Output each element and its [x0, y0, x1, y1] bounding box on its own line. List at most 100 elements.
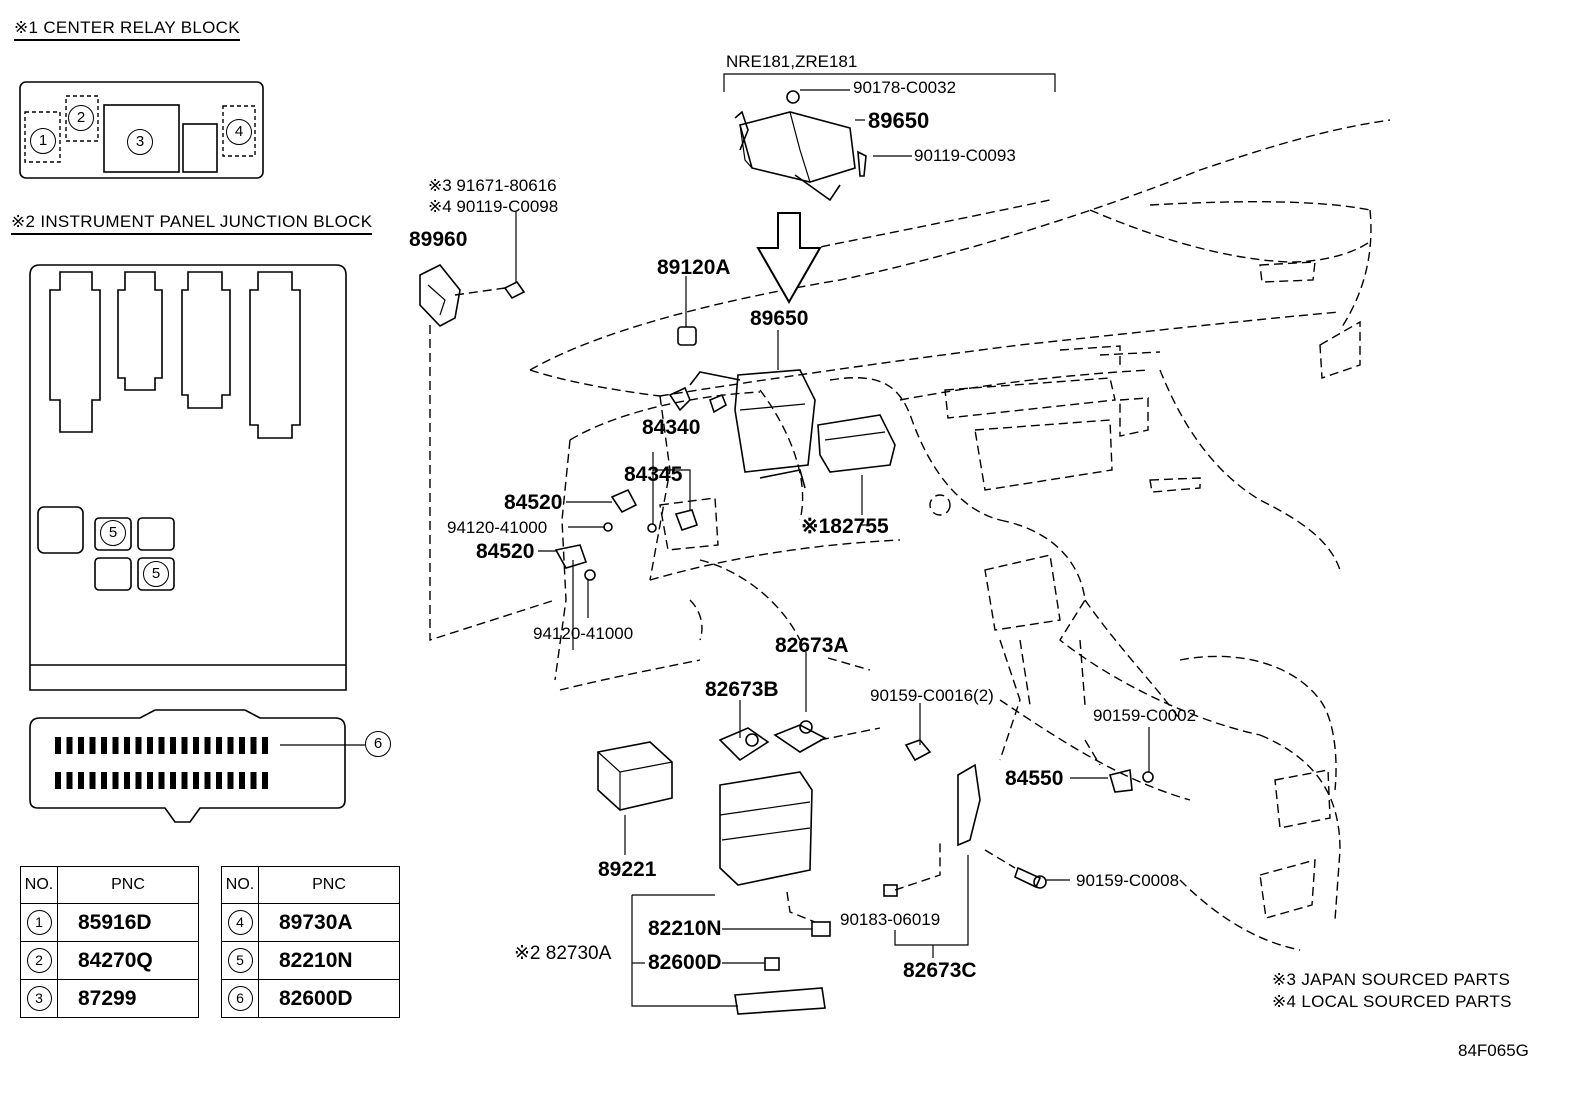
connector-pin [239, 772, 245, 789]
callout-94120-41000-a: 94120-41000 [447, 518, 548, 537]
row-no: 5 [227, 948, 253, 973]
callout-90183-06019: 90183-06019 [840, 910, 941, 929]
callout-82673B: 82673B [705, 678, 779, 701]
row-no: 2 [26, 948, 52, 973]
table-header-no: NO. [20, 866, 58, 904]
slot-marker-5b: 5 [143, 561, 169, 587]
connector-pin [101, 737, 107, 754]
callout-84345: 84345 [624, 463, 683, 486]
pnc-table: NO. PNC NO. PNC 1 85916D 4 89730A 2 8427… [20, 866, 400, 1018]
variant-label: NRE181,ZRE181 [726, 52, 858, 71]
callout-82210N: 82210N [648, 917, 722, 940]
connector-pin [204, 772, 211, 789]
row-pnc: 87299 [57, 979, 199, 1018]
connector-pins-bottom [55, 772, 268, 789]
slot-marker-2: 2 [68, 105, 94, 131]
callout-91671-80616: ※3 91671-80616 [428, 176, 557, 195]
center-relay-block-title: ※1 CENTER RELAY BLOCK [14, 18, 240, 41]
row-no: 1 [26, 910, 52, 935]
leader-lines [429, 73, 1150, 1007]
row-no: 4 [227, 910, 253, 935]
connector-pin [112, 772, 119, 789]
connector-pin [101, 772, 107, 789]
connector-pin [204, 737, 211, 754]
row-no: 6 [227, 986, 253, 1011]
connector-pin [55, 772, 61, 789]
arrow-down-icon [756, 212, 822, 305]
callout-82673C: 82673C [903, 959, 977, 982]
connector-pin [124, 772, 130, 789]
callout-90159-C0016: 90159-C0016(2) [870, 686, 994, 705]
part-82730a-drawing [719, 771, 831, 1015]
connector-pin [158, 737, 165, 754]
table-row: 2 84270Q 5 82210N [20, 941, 400, 980]
connector-pin [250, 772, 257, 789]
connector-pin [158, 772, 165, 789]
connector-pin [250, 737, 257, 754]
callout-89120A: 89120A [657, 256, 731, 279]
row-pnc: 84270Q [57, 941, 199, 980]
slot-marker-3: 3 [127, 129, 153, 155]
connector-pin [66, 772, 73, 789]
connector-pin [216, 772, 222, 789]
callout-90159-C0008: 90159-C0008 [1076, 871, 1180, 890]
part-84520-drawing [554, 488, 719, 581]
connector-pin [181, 772, 188, 789]
row-no: 3 [26, 986, 52, 1011]
connector-pin [135, 737, 142, 754]
center-relay-block-drawing [19, 81, 264, 179]
row-pnc: 82210N [258, 941, 400, 980]
part-89221-drawing [597, 741, 673, 811]
connector-pin [227, 737, 234, 754]
callout-89650-top: 89650 [868, 108, 930, 133]
table-header-pnc: PNC [57, 866, 199, 904]
connector-pin [112, 737, 119, 754]
connector-pin [181, 737, 188, 754]
connector-pin [227, 772, 234, 789]
connector-pin [239, 737, 245, 754]
junction-block-title: ※2 INSTRUMENT PANEL JUNCTION BLOCK [11, 212, 373, 235]
callout-82730A: ※2 82730A [514, 943, 612, 964]
connector-pin [216, 737, 222, 754]
slot-marker-5a: 5 [100, 520, 126, 546]
table-header-pnc-2: PNC [258, 866, 400, 904]
connector-pin [89, 737, 96, 754]
part-82755-drawing [817, 414, 896, 473]
callout-94120-41000-b: 94120-41000 [533, 624, 634, 643]
connector-pin [170, 737, 176, 754]
connector-pin [147, 737, 153, 754]
callout-89960: 89960 [409, 228, 468, 251]
callout-90119-C0093: 90119-C0093 [914, 146, 1016, 165]
callout-82600D: 82600D [648, 951, 722, 974]
part-89650-drawing [668, 369, 816, 489]
note-local-sourced: ※4 LOCAL SOURCED PARTS [1272, 992, 1512, 1011]
callout-82673A: 82673A [775, 634, 849, 657]
connector-pin [66, 737, 73, 754]
callout-84520-a: 84520 [504, 491, 563, 514]
note-japan-sourced: ※3 JAPAN SOURCED PARTS [1272, 970, 1511, 989]
callout-82755: ※182755 [801, 515, 889, 538]
row-pnc: 89730A [258, 903, 400, 942]
table-row: 1 85916D 4 89730A [20, 903, 400, 942]
callout-84550: 84550 [1005, 767, 1064, 790]
part-89960-drawing [419, 263, 526, 327]
callout-90178-C0032: 90178-C0032 [853, 78, 957, 97]
figure-code: 84F065G [1458, 1041, 1529, 1060]
connector-pin [135, 772, 142, 789]
table-header-no-2: NO. [221, 866, 259, 904]
slot-marker-6: 6 [365, 731, 391, 757]
callout-89650: 89650 [750, 307, 809, 330]
callout-89221: 89221 [598, 858, 657, 881]
callout-90159-C0002: 90159-C0002 [1093, 706, 1197, 725]
connector-pin [78, 772, 84, 789]
table-row: 3 87299 6 82600D [20, 979, 400, 1018]
connector-pin [55, 737, 61, 754]
instrument-panel-outline [529, 119, 1391, 951]
connector-pin [193, 772, 199, 789]
connector-pin [262, 772, 268, 789]
connector-pin [193, 737, 199, 754]
slot-marker-1: 1 [30, 128, 56, 154]
row-pnc: 85916D [57, 903, 199, 942]
